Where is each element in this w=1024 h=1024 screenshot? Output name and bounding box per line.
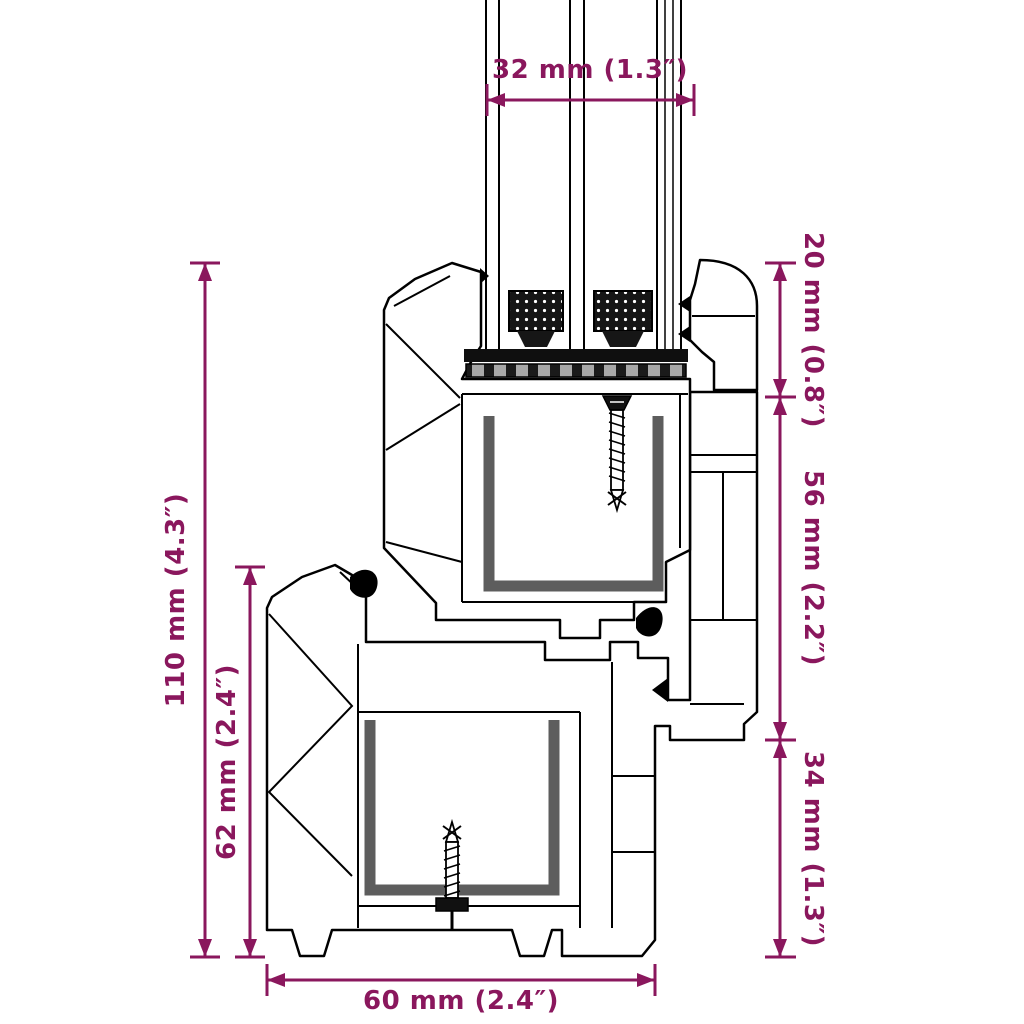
screw-lower xyxy=(435,818,469,929)
spacer-sealant-left xyxy=(517,331,555,347)
dim-frame-height xyxy=(235,565,265,959)
dim-glass-width xyxy=(485,84,696,116)
interlock-gasket xyxy=(636,607,663,637)
dim-bottom-section-label: 34 mm (1.3″) xyxy=(798,751,828,947)
steel-reinforcement-upper xyxy=(483,416,664,592)
glazing-spacers xyxy=(508,290,653,347)
screw-threads xyxy=(608,412,626,482)
glass-pane-outer xyxy=(485,0,500,355)
screw-upper xyxy=(601,395,633,514)
outer-frame-profile xyxy=(265,390,759,958)
spacer-bar-right xyxy=(593,290,653,332)
setting-block-bar xyxy=(464,349,688,362)
screw-tip-flutes xyxy=(607,491,627,506)
frame-sash-gasket xyxy=(350,569,378,598)
dim-right-stack xyxy=(765,261,796,959)
glazing-bead-cap xyxy=(688,258,759,392)
sash-chamber-webs xyxy=(385,275,688,603)
dim-frame-height-label: 62 mm (2.4″) xyxy=(212,664,242,860)
center-seal-gasket xyxy=(652,678,668,702)
glazing-bridge xyxy=(464,349,688,378)
spacer-sealant-right xyxy=(602,331,644,347)
dim-profile-depth-label: 60 mm (2.4″) xyxy=(363,986,559,1016)
steel-reinforcement-lower xyxy=(364,720,560,896)
frame-chamber-webs xyxy=(267,454,757,928)
dim-total-height xyxy=(190,261,220,959)
dim-total-height-label: 110 mm (4.3″) xyxy=(161,492,191,708)
cap-gasket-upper xyxy=(678,296,690,312)
gaskets xyxy=(350,268,690,702)
dim-middle-section-label: 56 mm (2.2″) xyxy=(798,470,828,666)
screw-tip-flutes xyxy=(442,825,462,840)
dim-profile-depth xyxy=(265,964,657,996)
bead-glass-gasket xyxy=(480,268,489,284)
serrated-packer xyxy=(465,363,687,378)
screw-threads xyxy=(443,845,461,897)
spacer-bar-left xyxy=(508,290,564,332)
cap-gasket-lower xyxy=(678,326,690,342)
dim-glass-width-label: 32 mm (1.3″) xyxy=(492,55,688,85)
dimension-lines xyxy=(190,84,796,996)
outer-frame-outline xyxy=(265,390,759,958)
glazing-unit xyxy=(485,0,682,355)
cap-outline xyxy=(688,258,759,392)
glass-pane-middle xyxy=(569,0,585,355)
screw-head xyxy=(601,395,633,411)
screw-head xyxy=(435,897,469,912)
dim-top-section-label: 20 mm (0.8″) xyxy=(798,232,828,428)
glass-pane-inner xyxy=(656,0,682,355)
